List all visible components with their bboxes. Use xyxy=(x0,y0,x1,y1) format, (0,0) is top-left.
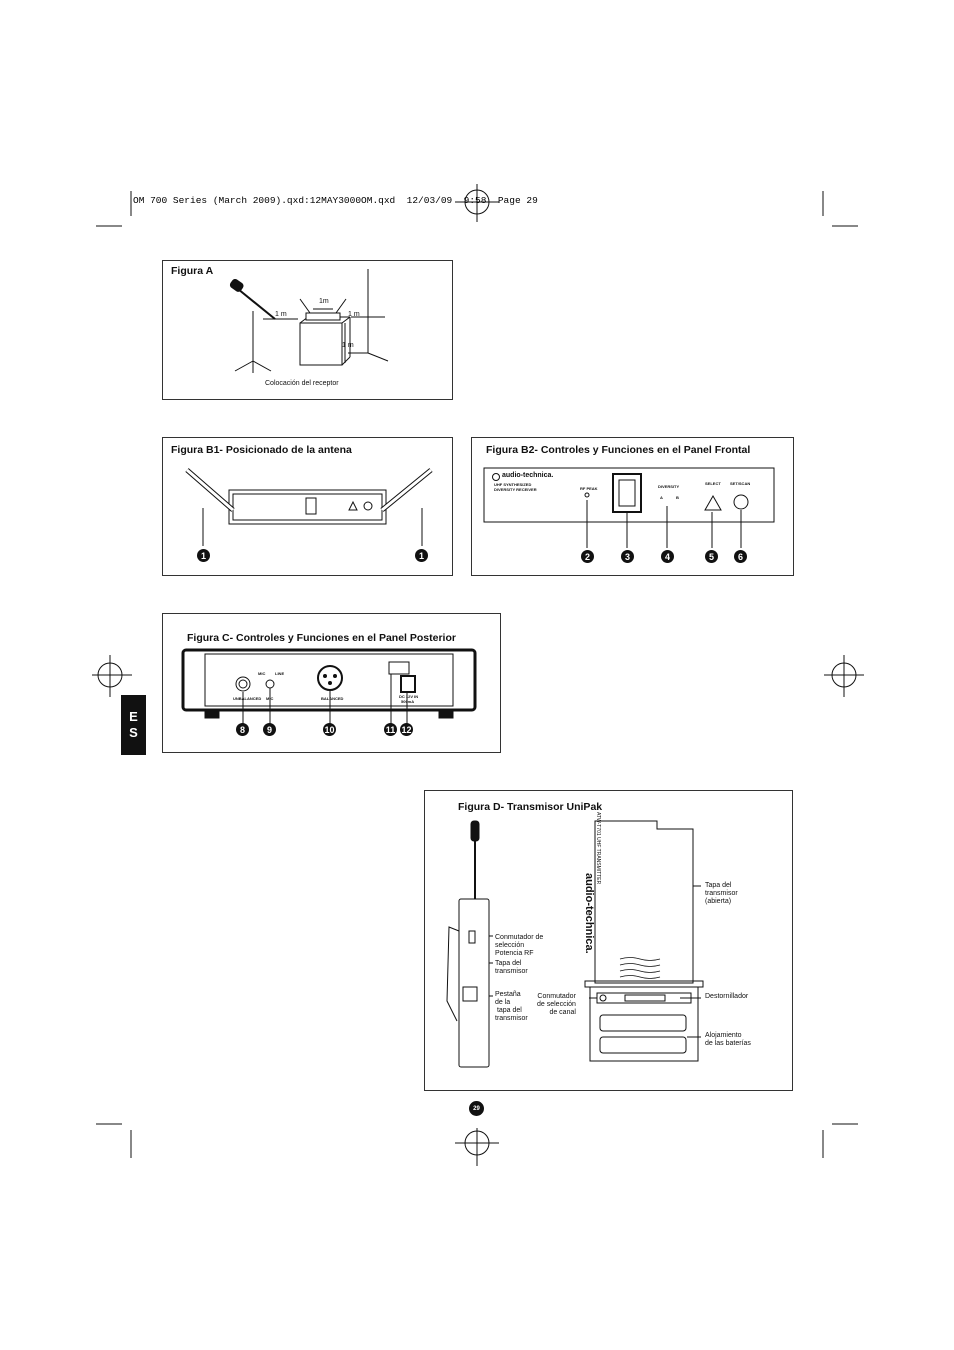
dim-label-top: 1m xyxy=(319,298,329,305)
receiver-placement-illustration xyxy=(229,269,389,373)
figure-c-title: Figura C- Controles y Funciones en el Pa… xyxy=(187,632,456,644)
callout-6: 6 xyxy=(734,550,747,563)
unbalanced-label: UNBALANCED xyxy=(233,696,262,701)
level-label: MIC xyxy=(266,696,274,701)
front-model-line-2: DIVERSITY RECEIVER xyxy=(494,487,537,492)
callout-10: 10 xyxy=(323,723,336,736)
antenna-receiver-illustration xyxy=(185,468,433,546)
front-model-line-1: UHF SYNTHESIZED xyxy=(494,482,532,487)
front-brand-logo: audio-technica. xyxy=(502,472,554,479)
transmitter-cover-label: Tapa del transmisor xyxy=(495,960,528,975)
callout-12: 12 xyxy=(400,723,413,736)
rf-peak-label: RF PEAK xyxy=(580,486,598,491)
unipak-transmitter-illustration: audio-technica. xyxy=(446,820,704,1068)
page-number: 29 xyxy=(469,1101,484,1116)
mic-label: MIC xyxy=(258,671,266,676)
battery-compartment-label: Alojamiento de las baterías xyxy=(705,1032,751,1047)
file-slug-line: OM 700 Series (March 2009).qxd:12MAY3000… xyxy=(133,195,538,206)
figure-b1-box: Figura B1- Posicionado de la antena 1 1 xyxy=(162,437,453,576)
dc-in-label: DC 12V IN xyxy=(399,694,419,699)
line-label: LINE xyxy=(275,671,285,676)
channel-switch-label: Conmutador de selección de canal xyxy=(537,993,576,1016)
dim-label-left: 1 m xyxy=(275,311,287,318)
callout-3: 3 xyxy=(621,550,634,563)
figure-a-title: Figura A xyxy=(171,265,214,277)
figure-b2-box: Figura B2- Controles y Funciones en el P… xyxy=(471,437,794,576)
diversity-b-label: B xyxy=(676,495,679,500)
callout-11: 11 xyxy=(384,723,397,736)
diversity-a-label: A xyxy=(660,495,663,500)
diversity-label: DIVERSITY xyxy=(658,484,680,489)
callout-2: 2 xyxy=(581,550,594,563)
screwdriver-label: Destornillador xyxy=(705,993,749,1000)
select-label: SELECT xyxy=(705,481,721,486)
balanced-label: BALANCED xyxy=(321,696,344,701)
callout-1-right: 1 xyxy=(415,549,428,562)
figure-d-title: Figura D- Transmisor UniPak xyxy=(458,801,603,813)
figure-b1-title: Figura B1- Posicionado de la antena xyxy=(171,444,352,456)
figure-b2-title: Figura B2- Controles y Funciones en el P… xyxy=(486,444,751,456)
callout-8: 8 xyxy=(236,723,249,736)
figure-c-box: Figura C- Controles y Funciones en el Pa… xyxy=(162,613,501,753)
language-tab-letter-2: S xyxy=(129,725,138,740)
figure-d-box: Figura D- Transmisor UniPak xyxy=(424,790,793,1091)
unipak-model-text: ATW-T701 UHF TRANSMITTER xyxy=(595,812,601,885)
open-cover-label: Tapa del transmisor (abierta) xyxy=(705,882,738,905)
figure-a-caption: Colocación del receptor xyxy=(265,380,339,387)
language-tab: E S xyxy=(121,695,146,755)
dim-label-right: 1 m xyxy=(348,311,360,318)
dc-current-label: 500mA xyxy=(401,699,415,704)
callout-5: 5 xyxy=(705,550,718,563)
front-panel-illustration xyxy=(483,467,775,548)
language-tab-letter-1: E xyxy=(129,709,138,724)
rear-panel-illustration xyxy=(181,648,477,724)
callout-1-left: 1 xyxy=(197,549,210,562)
rf-power-switch-label: Conmutador de selección Potencia RF xyxy=(495,934,544,957)
callout-4: 4 xyxy=(661,550,674,563)
cover-tab-label: Pestaña de la tapa del transmisor xyxy=(495,991,528,1022)
unipak-brand-logo: audio-technica. xyxy=(583,873,595,954)
figure-a-box: Figura A 1m 1 m 1 m 1 m Colocación del r… xyxy=(162,260,453,400)
callout-9: 9 xyxy=(263,723,276,736)
set-scan-label: SET/SCAN xyxy=(730,481,751,486)
dim-label-vertical: 1 m xyxy=(342,342,354,349)
